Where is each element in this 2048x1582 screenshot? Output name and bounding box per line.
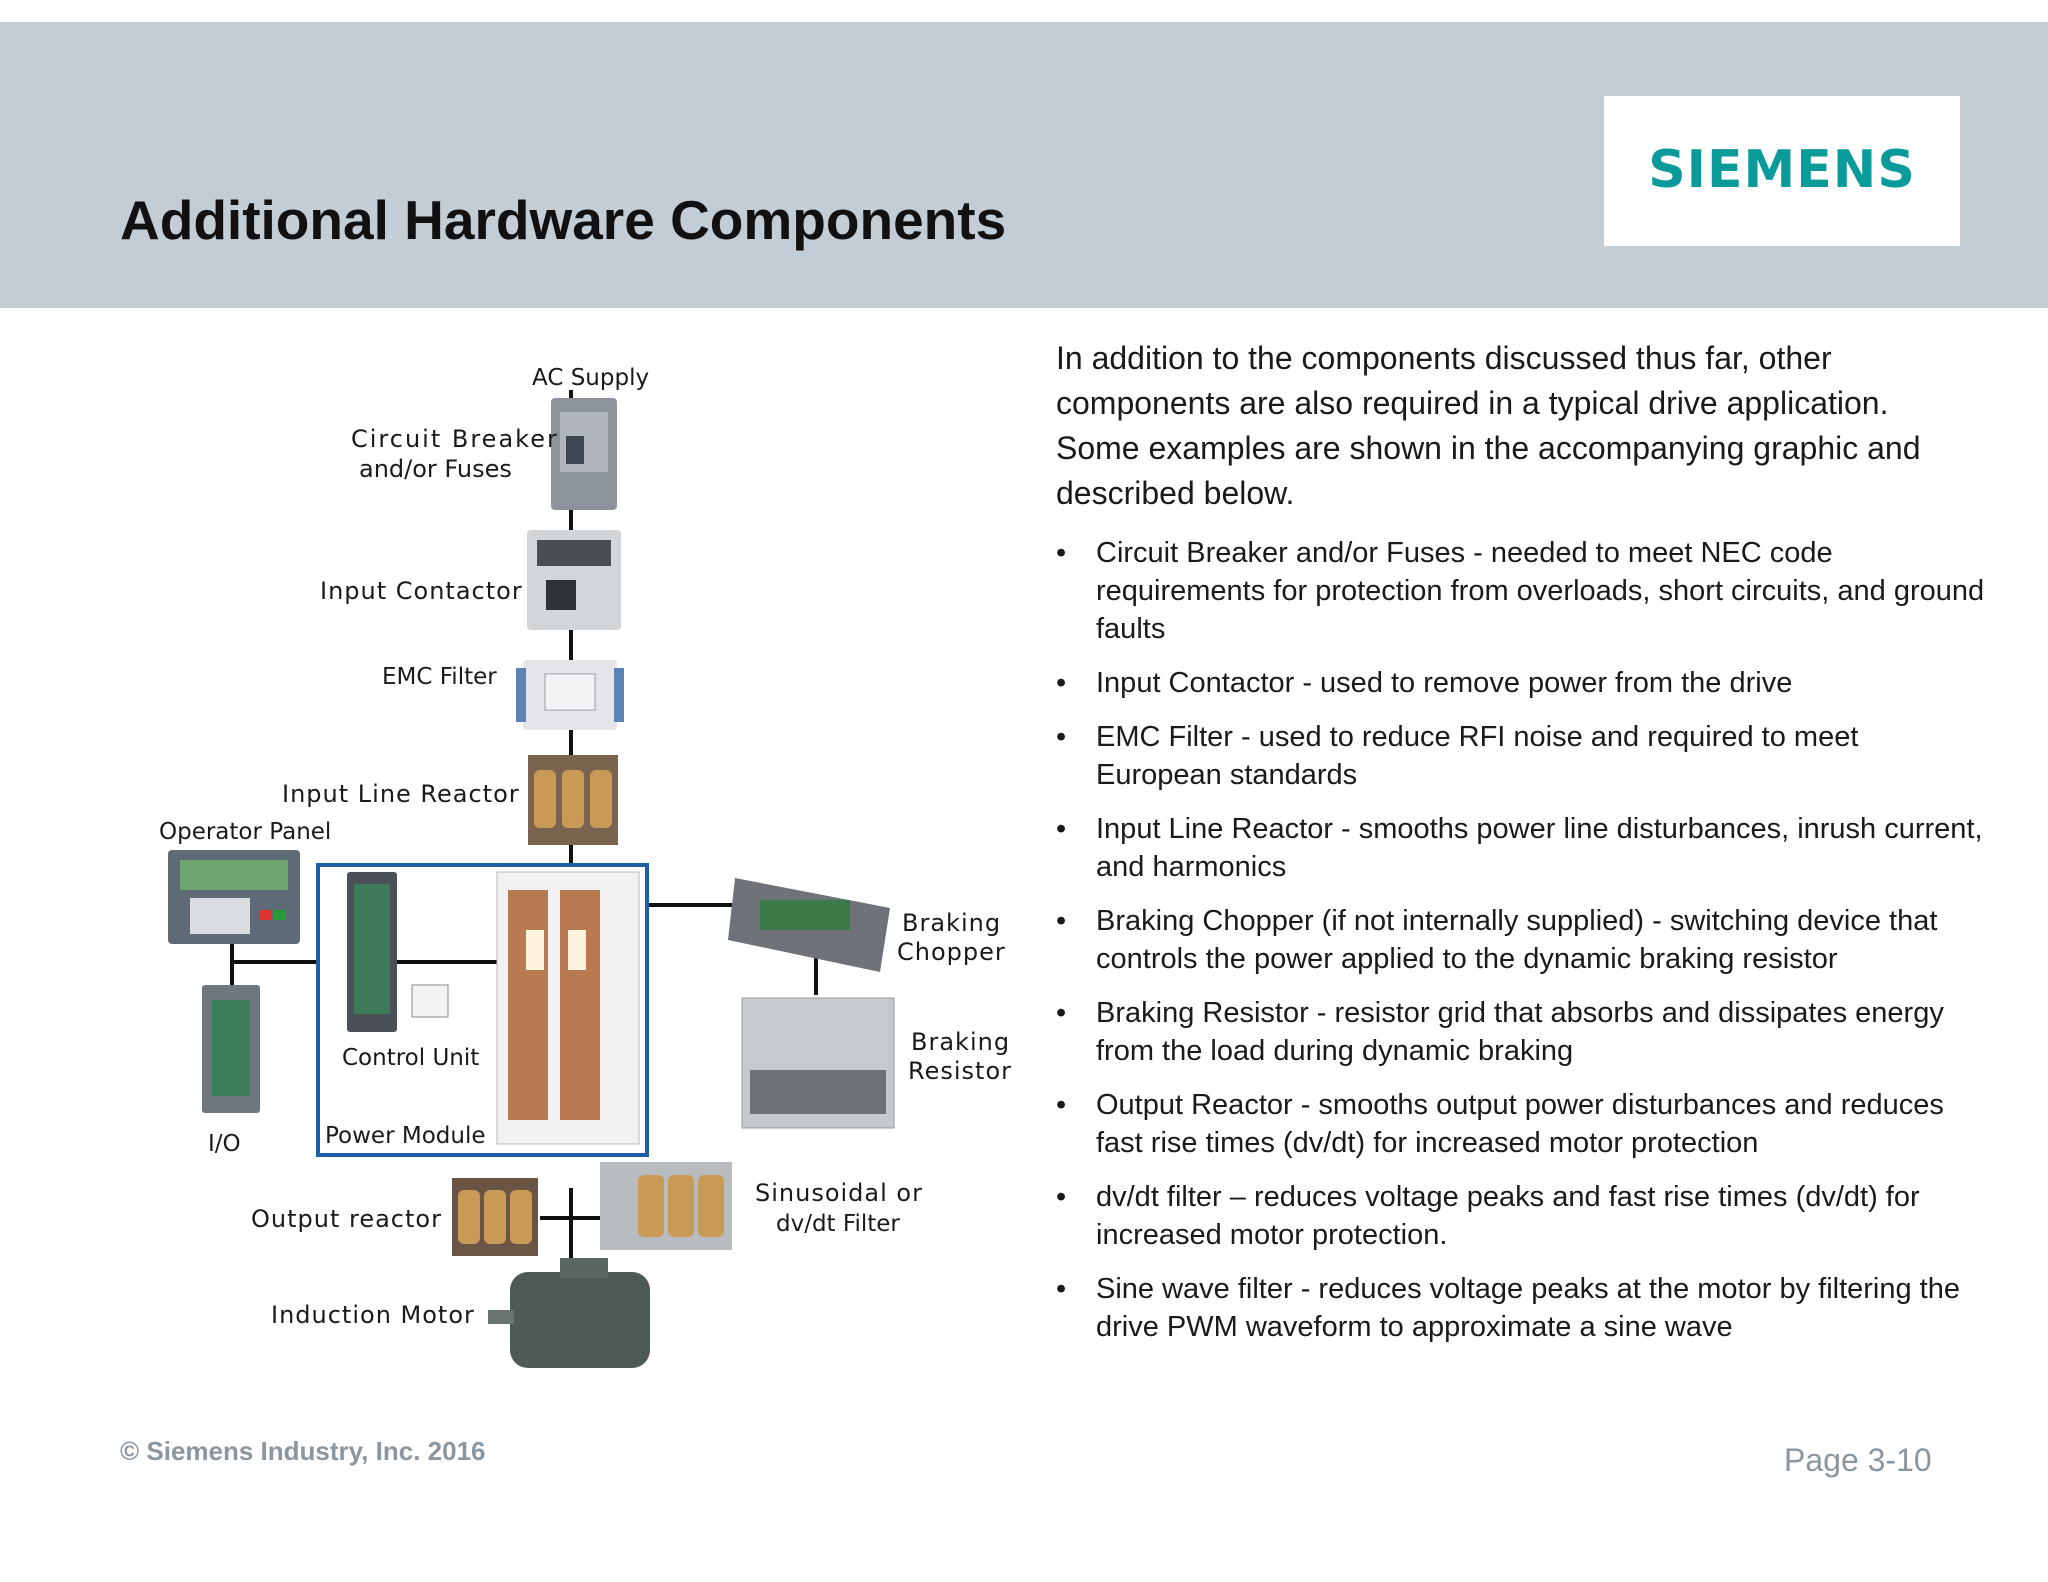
list-item: • Circuit Breaker and/or Fuses - needed t… [1056,534,1986,648]
label-circuit-breaker-line1: Circuit Breaker [351,425,559,453]
list-item: • Braking Chopper (if not internally supp… [1056,902,1986,978]
control-unit-image [347,872,449,1032]
sinusoidal-filter-image [600,1162,732,1250]
label-sinusoidal-line1: Sinusoidal or [755,1179,923,1207]
label-io: I/O [208,1131,241,1157]
list-item: • EMC Filter - used to reduce RFI noise a… [1056,718,1986,794]
label-sinusoidal-line2: dv/dt Filter [776,1211,900,1237]
copyright: © Siemens Industry, Inc. 2016 [120,1436,486,1466]
list-item-text: Input Contactor - used to remove power f… [1096,667,1793,699]
emc-filter-image [516,660,624,730]
list-item: • Sine wave filter - reduces voltage peak… [1056,1270,1986,1346]
list-item-text: Circuit Breaker and/or Fuses - needed to… [1096,537,1985,645]
bullet-marker: • [1056,997,1067,1029]
induction-motor-image [488,1258,650,1368]
intro-paragraph: In addition to the components discussed … [1056,340,1921,511]
output-reactor-image [452,1178,538,1256]
bullet-marker: • [1056,813,1067,845]
bullet-marker: • [1056,1089,1067,1121]
label-input-contactor: Input Contactor [320,577,523,605]
bullet-marker: • [1056,537,1067,569]
list-item: • Input Contactor - used to remove power … [1056,664,1986,702]
label-power-module: Power Module [325,1123,485,1149]
bullet-marker: • [1056,1273,1067,1305]
label-ac-supply: AC Supply [532,365,649,391]
page-title: Additional Hardware Components [120,189,1007,251]
io-module-image [202,985,260,1113]
list-item: • dv/dt filter – reduces voltage peaks an… [1056,1178,1986,1254]
list-item-text: Braking Chopper (if not internally suppl… [1096,905,1938,975]
label-emc-filter: EMC Filter [382,664,497,690]
list-item: • Output Reactor - smooths output power d… [1056,1086,1986,1162]
label-braking-resistor-line1: Braking [911,1028,1010,1056]
list-item-text: Braking Resistor - resistor grid that ab… [1096,997,1944,1067]
page-number: Page 3-10 [1784,1442,1932,1478]
label-braking-chopper-line1: Braking [902,909,1001,937]
label-braking-chopper-line2: Chopper [897,938,1006,966]
bullet-marker: • [1056,905,1067,937]
circuit-breaker-image [551,398,617,510]
label-operator-panel: Operator Panel [159,819,331,845]
bullet-marker: • [1056,667,1067,699]
label-control-unit: Control Unit [342,1045,479,1071]
operator-panel-image [168,850,300,944]
connector-lines [230,390,818,1270]
list-item-text: dv/dt filter – reduces voltage peaks and… [1096,1181,1920,1251]
list-item-text: Input Line Reactor - smooths power line … [1096,813,1983,883]
list-item: • Input Line Reactor - smooths power line… [1056,810,1986,886]
list-item-text: Output Reactor - smooths output power di… [1096,1089,1944,1159]
component-list: • Circuit Breaker and/or Fuses - needed t… [1056,534,1986,1362]
list-item-text: Sine wave filter - reduces voltage peaks… [1096,1273,1960,1343]
input-contactor-image [527,530,621,630]
label-circuit-breaker-line2: and/or Fuses [359,455,512,483]
bullet-marker: • [1056,1181,1067,1213]
list-item-text: EMC Filter - used to reduce RFI noise an… [1096,721,1859,791]
label-braking-resistor-line2: Resistor [908,1057,1012,1085]
logo-box: SIEMENS [1604,96,1960,246]
siemens-logo: SIEMENS [1648,140,1916,200]
power-module-frame [316,863,649,1157]
power-module-image [496,871,640,1145]
label-induction-motor: Induction Motor [271,1301,475,1329]
bullet-marker: • [1056,721,1067,753]
label-output-reactor: Output reactor [251,1205,442,1233]
braking-chopper-image [728,878,890,972]
label-input-line-reactor: Input Line Reactor [282,780,520,808]
list-item: • Braking Resistor - resistor grid that a… [1056,994,1986,1070]
input-line-reactor-image [528,755,618,845]
braking-resistor-image [741,997,895,1129]
